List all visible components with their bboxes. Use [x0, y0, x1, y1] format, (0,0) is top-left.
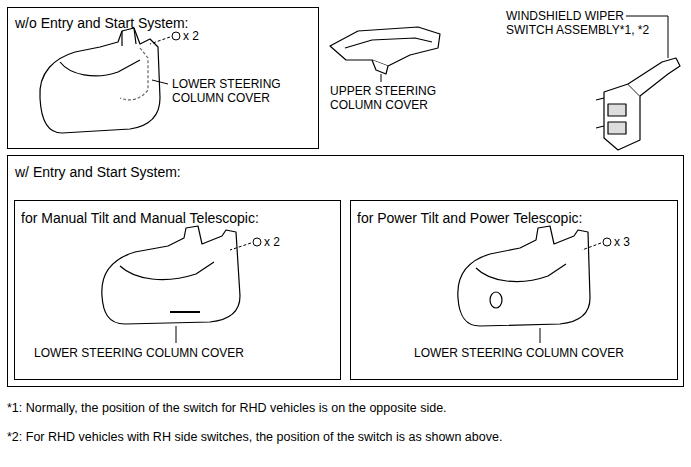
footnote: *1: Normally, the position of the switch… — [7, 401, 447, 416]
part-label: LOWER STEERING COLUMN COVER — [34, 346, 244, 360]
box-heading: w/o Entry and Start System: — [15, 15, 189, 32]
leader-lines — [152, 16, 668, 343]
cover-tab — [372, 60, 388, 74]
leader-line — [540, 328, 541, 343]
cover-outline — [458, 226, 590, 326]
upper-cover-drawing — [330, 27, 440, 74]
screw-symbol — [172, 32, 180, 40]
quantity-label: x 2 — [264, 235, 280, 249]
group-box: w/ Entry and Start System: for Manual Til… — [7, 155, 684, 387]
part-label: LOWER STEERING COLUMN COVER — [414, 346, 624, 360]
quantity-label: x 3 — [614, 235, 630, 249]
leader-line — [176, 326, 177, 343]
screw-symbol — [253, 238, 261, 246]
group-box: w/o Entry and Start System:x 2 LOWER STEE… — [7, 7, 319, 149]
cover-edge — [476, 264, 566, 282]
dashed-leader — [582, 243, 601, 250]
leader-line — [152, 80, 168, 84]
cover-slot — [170, 311, 200, 313]
hidden-edge — [120, 48, 148, 100]
footnote: *2: For RHD vehicles with RH side switch… — [7, 430, 502, 445]
lower-cover-drawing — [102, 226, 240, 324]
cover-outline — [40, 28, 160, 133]
part-label: LOWER STEERING COLUMN COVER — [172, 77, 302, 106]
box-heading: for Manual Tilt and Manual Telescopic: — [21, 210, 259, 227]
switch-clip — [596, 98, 604, 128]
cover-edge — [345, 38, 432, 48]
switch-drawing — [596, 58, 680, 150]
connector-face — [608, 122, 626, 134]
switch-body — [604, 84, 640, 150]
box-heading: w/ Entry and Start System: — [15, 164, 181, 181]
lower-cover-drawing — [458, 226, 590, 326]
cover-edge — [120, 262, 214, 280]
leader-line — [381, 74, 382, 82]
switch-lever — [628, 58, 680, 96]
group-box: for Manual Tilt and Manual Telescopic: x … — [14, 200, 341, 380]
cover-edge — [60, 60, 140, 76]
quantity-label: x 2 — [183, 29, 199, 43]
connector-face — [608, 104, 626, 116]
cover-hole — [490, 292, 502, 308]
part-label: UPPER STEERING COLUMN COVER — [330, 84, 455, 113]
dashed-leader — [150, 37, 170, 44]
part-label: WINDSHIELD WIPER SWITCH ASSEMBLY*1, *2 — [506, 9, 658, 38]
dashed-leader — [230, 243, 251, 250]
cover-outline — [102, 226, 240, 324]
box-heading: for Power Tilt and Power Telescopic: — [357, 210, 582, 227]
group-box: for Power Tilt and Power Telescopic: x 3 L… — [350, 200, 678, 380]
cover-outline — [330, 27, 440, 66]
lower-cover-drawing — [40, 28, 160, 133]
screw-symbol — [603, 238, 611, 246]
